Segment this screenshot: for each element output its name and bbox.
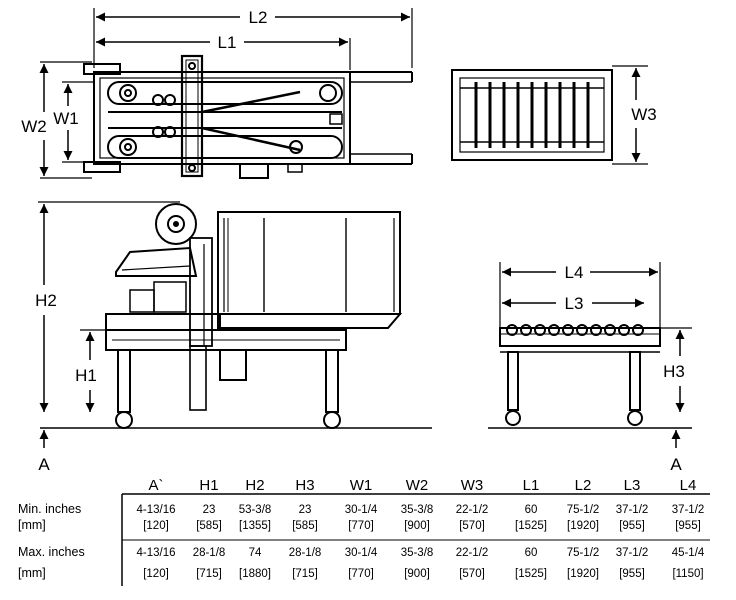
table-cell-inches: 28-1/8 xyxy=(289,547,322,559)
column-header: W2 xyxy=(406,477,429,494)
table-cell-mm: [955] xyxy=(619,568,645,580)
table-cell-inches: 60 xyxy=(525,547,538,559)
table-cell-inches: 60 xyxy=(525,504,538,516)
table-cell-inches: 30-1/4 xyxy=(345,504,378,516)
table-cell-mm: [120] xyxy=(143,568,169,580)
table-cell-inches: 74 xyxy=(249,547,262,559)
table-cell-inches: 30-1/4 xyxy=(345,547,378,559)
table-cell-mm: [1920] xyxy=(567,520,599,532)
table-cell-mm: [955] xyxy=(619,520,645,532)
dimension-arrows xyxy=(39,12,685,448)
column-header: H3 xyxy=(295,477,314,494)
table-cell-mm: [1920] xyxy=(567,568,599,580)
column-header: L3 xyxy=(624,477,641,494)
table-cell-inches: 23 xyxy=(299,504,312,516)
column-header: A` xyxy=(149,477,164,494)
column-header: W3 xyxy=(461,477,484,494)
table-cell-inches: 75-1/2 xyxy=(567,547,600,559)
label-L2: L2 xyxy=(249,8,268,27)
row-label: Min. inches xyxy=(18,502,81,516)
table-cell-inches: 37-1/2 xyxy=(672,504,705,516)
table-cell-inches: 35-3/8 xyxy=(401,547,434,559)
label-L1: L1 xyxy=(218,33,237,52)
label-L4: L4 xyxy=(565,263,584,282)
row-unit-label: [mm] xyxy=(18,566,46,580)
dimension-labels: L2 L1 W2 W1 W3 H2 H1 H3 L4 L3 A A xyxy=(21,8,685,474)
table-cell-inches: 4-13/16 xyxy=(136,547,175,559)
label-A-right: A xyxy=(670,455,682,474)
column-header: H1 xyxy=(199,477,218,494)
table-cell-mm: [1150] xyxy=(672,568,703,580)
label-W1: W1 xyxy=(53,109,79,128)
table-cell-mm: [715] xyxy=(196,568,222,580)
label-W3: W3 xyxy=(631,105,657,124)
table-cell-inches: 4-13/16 xyxy=(136,504,175,516)
table-cell-mm: [900] xyxy=(404,520,430,532)
row-unit-label: [mm] xyxy=(18,518,46,532)
label-W2: W2 xyxy=(21,117,47,136)
table-cell-inches: 23 xyxy=(203,504,216,516)
column-header: H2 xyxy=(245,477,264,494)
table-cell-inches: 22-1/2 xyxy=(456,504,489,516)
table-cell-inches: 75-1/2 xyxy=(567,504,600,516)
column-header: L1 xyxy=(523,477,540,494)
table-cell-inches: 28-1/8 xyxy=(193,547,226,559)
label-A-left: A xyxy=(38,455,50,474)
column-header: W1 xyxy=(350,477,373,494)
table-cell-inches: 37-1/2 xyxy=(616,547,649,559)
table-cell-mm: [570] xyxy=(459,520,485,532)
label-H1: H1 xyxy=(75,366,97,385)
table-cell-inches: 35-3/8 xyxy=(401,504,434,516)
table-cell-mm: [585] xyxy=(292,520,318,532)
table-cell-mm: [1525] xyxy=(515,568,547,580)
table-cell-inches: 45-1/4 xyxy=(672,547,705,559)
table-cell-mm: [120] xyxy=(143,520,169,532)
table-cell-inches: 22-1/2 xyxy=(456,547,489,559)
conveyor-top-view xyxy=(451,65,648,165)
table-cell-mm: [570] xyxy=(459,568,485,580)
machine-side-view xyxy=(38,201,432,429)
table-cell-mm: [900] xyxy=(404,568,430,580)
table-cell-mm: [1355] xyxy=(239,520,271,532)
table-cell-mm: [770] xyxy=(348,568,374,580)
row-label: Max. inches xyxy=(18,545,85,559)
column-header: L2 xyxy=(575,477,592,494)
table-cell-mm: [585] xyxy=(196,520,222,532)
column-header: L4 xyxy=(680,477,697,494)
table-cell-mm: [1525] xyxy=(515,520,547,532)
table-cell-inches: 37-1/2 xyxy=(616,504,649,516)
table-cell-mm: [715] xyxy=(292,568,318,580)
conveyor-side-view xyxy=(488,262,692,429)
label-L3: L3 xyxy=(565,294,584,313)
table-cell-mm: [1880] xyxy=(239,568,271,580)
table-cell-mm: [955] xyxy=(675,520,701,532)
machine-top-view xyxy=(40,8,413,179)
label-H3: H3 xyxy=(663,362,685,381)
table-cell-mm: [770] xyxy=(348,520,374,532)
table-cell-inches: 53-3/8 xyxy=(239,504,272,516)
label-H2: H2 xyxy=(35,291,57,310)
